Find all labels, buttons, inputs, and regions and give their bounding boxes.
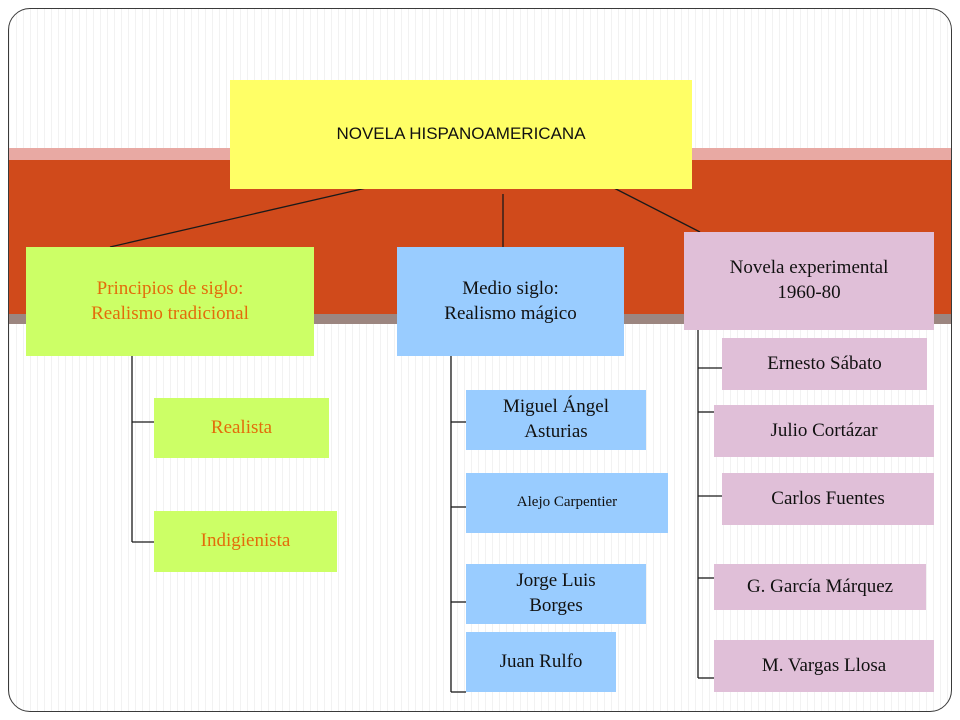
connector-root-branch-1 xyxy=(109,185,376,248)
branch-2-item-line: Jorge Luis xyxy=(516,570,596,592)
branch-2-item-line: Miguel Ángel xyxy=(502,396,610,418)
branch-3-item-label: Julio Cortázar xyxy=(770,419,878,441)
branch-2-item-rulfo: Juan Rulfo xyxy=(466,632,616,692)
branch-3-item-label: G. García Márquez xyxy=(746,575,894,597)
branch-1-item-indigienista: Indigienista xyxy=(154,511,337,572)
branch-2-item-line: Asturias xyxy=(524,421,588,442)
branch-3-title-line-1: Novela experimental xyxy=(729,257,889,279)
branch-3-item-vargas-llosa: M. Vargas Llosa xyxy=(714,640,934,692)
branch-1-item-label: Indigienista xyxy=(200,530,291,552)
branch-2-item-label: Juan Rulfo xyxy=(499,650,583,672)
branch-1-node: Principios de siglo: Realismo tradiciona… xyxy=(26,247,314,356)
branch-3-item-label: M. Vargas Llosa xyxy=(761,654,887,676)
branch-1-title-line-2: Realismo tradicional xyxy=(91,302,249,324)
branch-2-item-label: Alejo Carpentier xyxy=(516,494,618,511)
branch-2-item-asturias: Miguel Ángel Asturias xyxy=(466,390,646,450)
branch-2-item-line: Borges xyxy=(529,595,583,616)
branch-3-node: Novela experimental 1960-80 xyxy=(684,232,934,330)
branch-2-title-line-1: Medio siglo: xyxy=(462,277,559,299)
branch-3-item-sabato: Ernesto Sábato xyxy=(722,338,927,390)
branch-2-node: Medio siglo: Realismo mágico xyxy=(397,247,624,356)
branch-3-item-label: Carlos Fuentes xyxy=(771,487,885,509)
branch-2-item-borges: Jorge Luis Borges xyxy=(466,564,646,624)
branch-2-item-carpentier: Alejo Carpentier xyxy=(466,473,668,533)
branch-2-title-line-2: Realismo mágico xyxy=(444,302,577,324)
branch-3-item-label: Ernesto Sábato xyxy=(767,352,882,374)
branch-3-item-fuentes: Carlos Fuentes xyxy=(722,473,934,525)
connector-root-branch-3 xyxy=(609,185,701,233)
branch-3-item-cortazar: Julio Cortázar xyxy=(714,405,934,457)
root-label: NOVELA HISPANOAMERICANA xyxy=(336,124,586,144)
root-node: NOVELA HISPANOAMERICANA xyxy=(230,80,692,189)
branch-1-item-label: Realista xyxy=(210,416,273,438)
branch-3-item-garcia-marquez: G. García Márquez xyxy=(714,564,926,610)
branch-1-title-line-1: Principios de siglo: xyxy=(96,277,244,299)
branch-3-title-line-2: 1960-80 xyxy=(777,282,841,303)
branch-1-item-realista: Realista xyxy=(154,398,329,458)
